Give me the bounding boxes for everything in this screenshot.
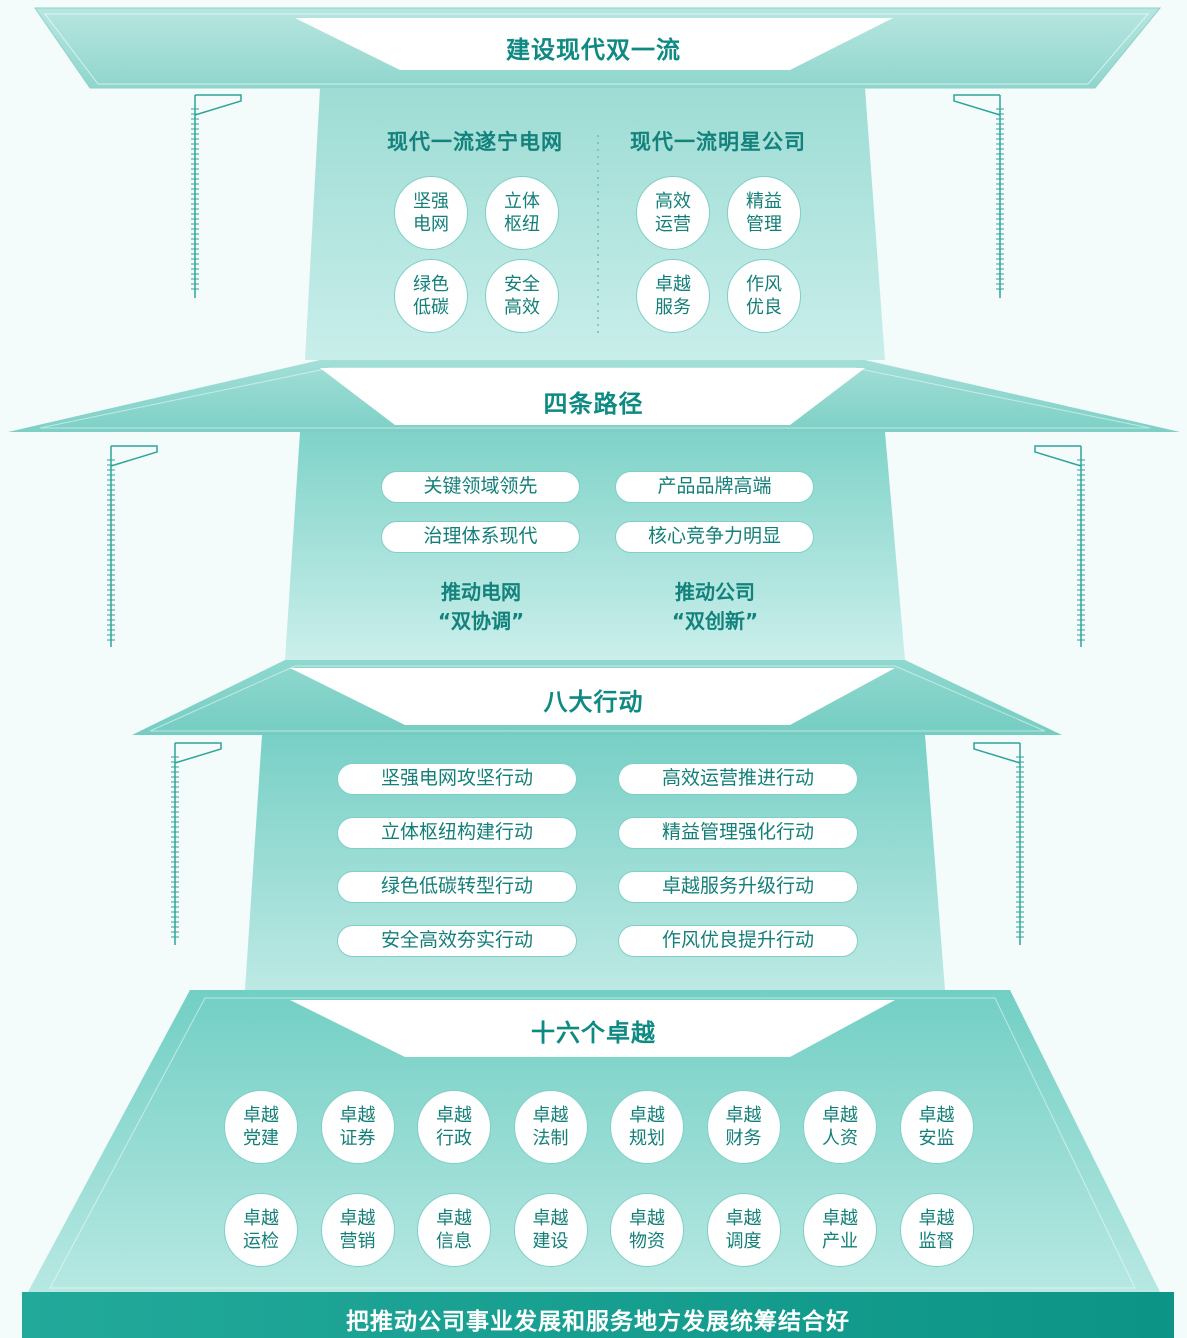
tier4-circle: 卓越营销 [321, 1193, 395, 1267]
tier4-circle: 卓越规划 [610, 1090, 684, 1164]
tier4-circle: 卓越监督 [900, 1193, 974, 1267]
tier1-circle: 立体枢纽 [485, 176, 559, 250]
tier4-title: 十六个卓越 [0, 1013, 1187, 1048]
cross-arm [1035, 446, 1081, 466]
tier3-pill: 作风优良提升行动 [618, 925, 858, 957]
footer-text: 把推动公司事业发展和服务地方发展统筹结合好 [22, 1302, 1174, 1336]
tier3-pill: 精益管理强化行动 [618, 817, 858, 849]
tier4-circle: 卓越运检 [224, 1193, 298, 1267]
tier4-circle: 卓越信息 [417, 1193, 491, 1267]
tier4-circle: 卓越物资 [610, 1193, 684, 1267]
tier3-pill: 立体枢纽构建行动 [337, 817, 577, 849]
tier2-pill: 产品品牌高端 [615, 471, 814, 503]
tier1-circle: 坚强电网 [394, 176, 468, 250]
cross-arm [954, 95, 1000, 115]
tier1-title: 建设现代双一流 [0, 30, 1187, 65]
tier1-right-heading: 现代一流明星公司 [618, 126, 818, 156]
cross-arm [175, 743, 221, 763]
tier3-pill: 卓越服务升级行动 [618, 871, 858, 903]
tier2-right-push: 推动公司“双创新” [615, 578, 815, 636]
cross-arm [974, 743, 1020, 763]
tier1-circle: 安全高效 [485, 259, 559, 333]
tier3-pill: 坚强电网攻坚行动 [337, 763, 577, 795]
tier4-circle: 卓越建设 [514, 1193, 588, 1267]
tier4-circle: 卓越安监 [900, 1090, 974, 1164]
tier2-title: 四条路径 [0, 384, 1187, 419]
tier3-pill: 绿色低碳转型行动 [337, 871, 577, 903]
tier1-left-heading: 现代一流遂宁电网 [375, 126, 575, 156]
tier4-circle: 卓越行政 [417, 1090, 491, 1164]
tier4-circle: 卓越财务 [707, 1090, 781, 1164]
tier2-pill: 治理体系现代 [381, 521, 580, 553]
tier1-circle: 精益管理 [727, 176, 801, 250]
tier2-left-push: 推动电网“双协调” [381, 578, 581, 636]
tier4-circle: 卓越调度 [707, 1193, 781, 1267]
tier4-circle: 卓越产业 [803, 1193, 877, 1267]
cross-arm [111, 446, 157, 466]
tier4-circle: 卓越证券 [321, 1090, 395, 1164]
tier1-circle: 绿色低碳 [394, 259, 468, 333]
tier3-pill: 高效运营推进行动 [618, 763, 858, 795]
tier1-circle: 卓越服务 [636, 259, 710, 333]
cross-arm [195, 95, 241, 115]
tier3-title: 八大行动 [0, 682, 1187, 717]
tier1-circle: 高效运营 [636, 176, 710, 250]
tier4-circle: 卓越人资 [803, 1090, 877, 1164]
tier2-pill: 核心竞争力明显 [615, 521, 814, 553]
tier2-pill: 关键领域领先 [381, 471, 580, 503]
tier1-circle: 作风优良 [727, 259, 801, 333]
tier3-pill: 安全高效夯实行动 [337, 925, 577, 957]
tier4-circle: 卓越党建 [224, 1090, 298, 1164]
tier4-circle: 卓越法制 [514, 1090, 588, 1164]
